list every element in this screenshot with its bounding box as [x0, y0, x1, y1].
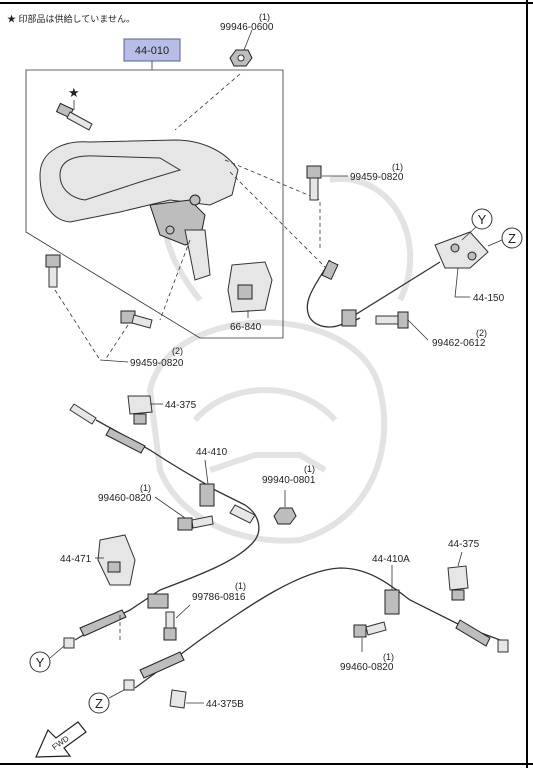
fwd-arrow-icon: FWD: [35, 721, 87, 758]
qty-p1: (1): [259, 12, 270, 22]
nut-99946-0600: [229, 49, 253, 67]
part-code-99946-0600: 99946-0600: [220, 22, 274, 33]
svg-text:Z: Z: [508, 231, 516, 246]
assembly-frame: [25, 69, 284, 339]
callout-y-top: Y: [471, 208, 493, 230]
qty-p6: (2): [172, 346, 183, 356]
svg-text:Y: Y: [478, 212, 487, 227]
rear-cable-44-410: [69, 403, 260, 591]
svg-text:Z: Z: [95, 696, 103, 711]
part-code-44-410: 44-410: [196, 447, 228, 458]
part-code-44-471: 44-471: [60, 554, 92, 565]
clip-44-375-upper: [127, 395, 153, 425]
watermark-helmet: [146, 167, 414, 544]
part-code-99459-0820-left: 99459-0820: [130, 358, 184, 369]
parking-brake-lever: [39, 139, 239, 281]
callout-z-bottom: Z: [88, 692, 110, 714]
part-code-99460-0820-left: 99460-0820: [98, 493, 152, 504]
switch-66-840: [227, 261, 273, 313]
callout-z-top: Z: [501, 227, 523, 249]
bolt-bottom: [120, 310, 153, 329]
clip-44-375b: [169, 689, 187, 709]
notice-text: ★ 印部品は供給していません。: [7, 13, 135, 24]
qty-p12: (1): [235, 581, 246, 591]
bolt-99460-0820-left: [177, 515, 214, 531]
bolt-99786-0816: [163, 611, 177, 641]
part-code-99462-0612: 99462-0612: [432, 338, 486, 349]
qty-p4: (2): [476, 328, 487, 338]
qty-p10: (1): [140, 483, 151, 493]
bracket-44-471: [97, 534, 136, 586]
part-code-44-375-upper: 44-375: [165, 400, 197, 411]
part-code-66-840: 66-840: [230, 322, 262, 333]
qty-p9: (1): [304, 464, 315, 474]
qty-p2: (1): [392, 162, 403, 172]
part-code-44-150: 44-150: [473, 293, 505, 304]
part-code-99460-0820-right: 99460-0820: [340, 662, 394, 673]
nut-99940-0801: [273, 507, 297, 525]
bolt-left: [45, 254, 61, 288]
rear-cable-44-410a: [123, 567, 509, 691]
assembly-part-label[interactable]: 44-010: [123, 38, 181, 62]
part-code-44-410a: 44-410A: [372, 554, 410, 565]
qty-p15: (1): [383, 652, 394, 662]
bolt-99462-0612: [375, 311, 409, 329]
part-code-44-375-right: 44-375: [448, 539, 480, 550]
front-cable-44-150: [306, 231, 489, 328]
bolt-99460-0820-right: [353, 621, 387, 638]
bolt-top-left: [55, 102, 93, 131]
callout-y-bottom: Y: [29, 651, 51, 673]
part-code-99786-0816: 99786-0816: [192, 592, 246, 603]
star-marker: ★: [68, 85, 80, 100]
cable-to-y: [63, 589, 169, 649]
bolt-99459-0820-right: [306, 165, 322, 201]
svg-text:Y: Y: [36, 655, 45, 670]
part-code-44-375b: 44-375B: [206, 699, 244, 710]
part-code-99940-0801: 99940-0801: [262, 475, 316, 486]
clip-44-375-right: [447, 565, 469, 601]
highlight-part-code: 44-010: [135, 45, 169, 57]
part-code-99459-0820-right: 99459-0820: [350, 172, 404, 183]
